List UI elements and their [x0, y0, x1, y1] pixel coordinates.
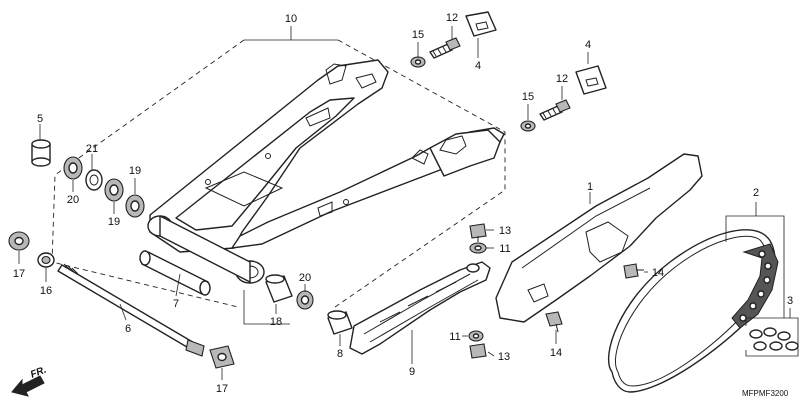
bushing-8 — [327, 310, 353, 335]
bolt-13-upper — [469, 223, 487, 242]
leader-lines — [18, 26, 648, 380]
pivot-parts — [8, 231, 314, 369]
callout-20a: 20 — [67, 194, 79, 206]
callout-14b: 14 — [550, 347, 562, 359]
callout-17b: 17 — [216, 383, 228, 395]
collar-21 — [85, 169, 103, 191]
front-direction-label: FR. — [29, 365, 48, 381]
adjuster-set-lower — [520, 65, 607, 132]
callout-15a: 15 — [412, 29, 424, 41]
washer-15a — [410, 56, 426, 68]
collar-16 — [37, 252, 55, 268]
callout-2: 2 — [753, 187, 759, 199]
swingarm — [147, 59, 505, 284]
nut-17a — [8, 231, 30, 251]
callout-18: 18 — [270, 316, 282, 328]
chain-joint-3 — [749, 327, 799, 351]
bolt-12a — [429, 37, 461, 59]
chain-case-1 — [495, 153, 703, 323]
callout-16: 16 — [40, 285, 52, 297]
callout-13b: 13 — [498, 351, 510, 363]
bolt-12b — [539, 99, 571, 121]
callout-12b: 12 — [556, 73, 568, 85]
chain-slider-9 — [349, 261, 491, 355]
bearing-20b — [296, 290, 314, 310]
group-brackets — [725, 202, 799, 357]
callout-10: 10 — [285, 13, 297, 25]
callout-15b: 15 — [522, 91, 534, 103]
callout-7: 7 — [173, 298, 179, 310]
washer-11-lower — [468, 330, 484, 342]
front-direction-arrow — [11, 375, 45, 397]
callout-21: 21 — [86, 143, 98, 155]
bolt-13-lower — [469, 343, 487, 359]
bushing-5 — [31, 139, 51, 167]
callout-17a: 17 — [13, 268, 25, 280]
callout-14a: 14 — [652, 267, 664, 279]
callout-4b: 4 — [585, 39, 591, 51]
nut-17b — [209, 345, 235, 369]
bushing-18 — [265, 274, 293, 303]
callout-1: 1 — [587, 181, 593, 193]
bearing-19a — [104, 178, 124, 202]
washer-11-upper — [469, 242, 487, 254]
washer-15b — [520, 120, 536, 132]
swingarm-assembly-boundary — [51, 26, 506, 308]
chain-links — [739, 250, 772, 322]
callout-4a: 4 — [475, 60, 481, 72]
callout-5: 5 — [37, 113, 43, 125]
callout-6: 6 — [125, 323, 131, 335]
callout-8: 8 — [337, 348, 343, 360]
pivot-bolt-6 — [57, 263, 205, 357]
callout-19b: 19 — [108, 216, 120, 228]
drive-chain-2 — [607, 229, 779, 393]
callout-13a: 13 — [499, 225, 511, 237]
diagram-code: MFPMF3200 — [742, 389, 789, 398]
callout-3: 3 — [787, 295, 793, 307]
slider-4b — [575, 65, 607, 95]
callout-19a: 19 — [129, 165, 141, 177]
bearing-stack-left — [31, 139, 145, 218]
callout-numbers: 10 12 15 4 4 12 15 5 21 20 19 19 1 2 3 1… — [13, 12, 793, 395]
adjuster-set-upper — [410, 11, 497, 68]
callout-11a: 11 — [499, 243, 510, 255]
callout-9: 9 — [409, 366, 415, 378]
bearing-19b — [125, 194, 145, 218]
callout-12a: 12 — [446, 12, 458, 24]
callout-20b: 20 — [299, 272, 311, 284]
spacer-tube-7 — [139, 250, 211, 296]
callout-11b: 11 — [449, 331, 460, 343]
bolt-14a — [623, 263, 644, 279]
slider-4a — [465, 11, 497, 37]
bearing-20a — [63, 156, 83, 180]
bolt-14b — [545, 311, 563, 333]
